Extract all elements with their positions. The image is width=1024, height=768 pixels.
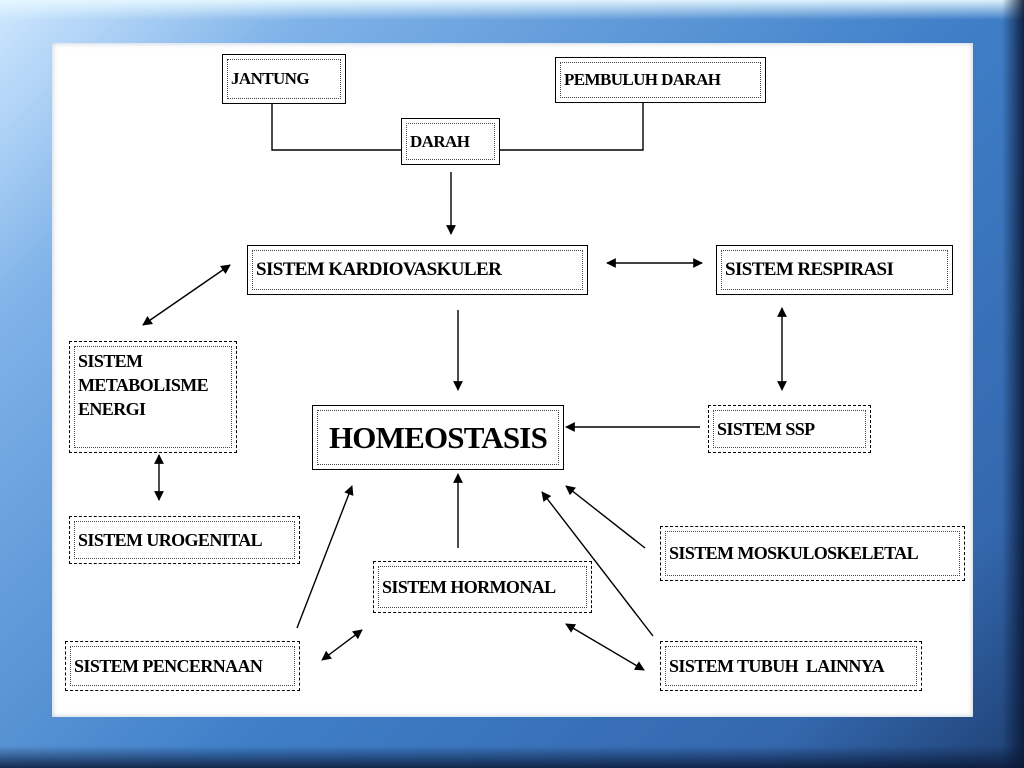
node-urogenital-label: SISTEM UROGENITAL [74,521,295,559]
node-tubuh-lainnya: SISTEM TUBUH LAINNYA [660,641,922,691]
node-homeostasis-label: HOMEOSTASIS [317,410,559,465]
frame-shadow-right [1002,0,1024,768]
node-homeostasis: HOMEOSTASIS [312,405,564,470]
node-ssp-label: SISTEM SSP [713,410,866,448]
edge-tubuhlainnya-homeostasis [541,491,654,637]
frame-highlight [0,0,1024,20]
edge-jantung-darah [271,103,402,151]
node-respirasi: SISTEM RESPIRASI [716,245,953,295]
edge-hormonal-tubuhlainnya [565,623,645,671]
edge-pencernaan-hormonal [321,629,363,661]
edge-pembuluh-darah [500,103,644,151]
node-tubuh-lainnya-label: SISTEM TUBUH LAINNYA [665,646,917,686]
node-metabolisme-label: SISTEM METABOLISME ENERGI [74,346,232,448]
node-pembuluh-darah-label: PEMBULUH DARAH [560,62,761,98]
node-hormonal-label: SISTEM HORMONAL [378,566,587,608]
node-jantung: JANTUNG [222,54,346,104]
frame-shadow-bottom [0,746,1024,768]
node-urogenital: SISTEM UROGENITAL [69,516,300,564]
node-metabolisme: SISTEM METABOLISME ENERGI [69,341,237,453]
node-kardiovaskuler: SISTEM KARDIOVASKULER [247,245,588,295]
node-pencernaan: SISTEM PENCERNAAN [65,641,300,691]
node-moskuloskeletal-label: SISTEM MOSKULOSKELETAL [665,531,960,576]
node-darah: DARAH [401,118,500,165]
node-jantung-label: JANTUNG [227,59,341,99]
edge-pencernaan-homeostasis [296,485,354,629]
node-ssp: SISTEM SSP [708,405,871,453]
node-hormonal: SISTEM HORMONAL [373,561,592,613]
node-darah-label: DARAH [406,123,495,160]
node-kardiovaskuler-label: SISTEM KARDIOVASKULER [252,250,583,290]
node-pembuluh-darah: PEMBULUH DARAH [555,57,766,103]
node-moskuloskeletal: SISTEM MOSKULOSKELETAL [660,526,965,581]
node-respirasi-label: SISTEM RESPIRASI [721,250,948,290]
edge-kardiovaskuler-metabolisme [142,264,231,326]
node-pencernaan-label: SISTEM PENCERNAAN [70,646,295,686]
edge-moskuloskeletal-homeostasis [565,485,646,549]
